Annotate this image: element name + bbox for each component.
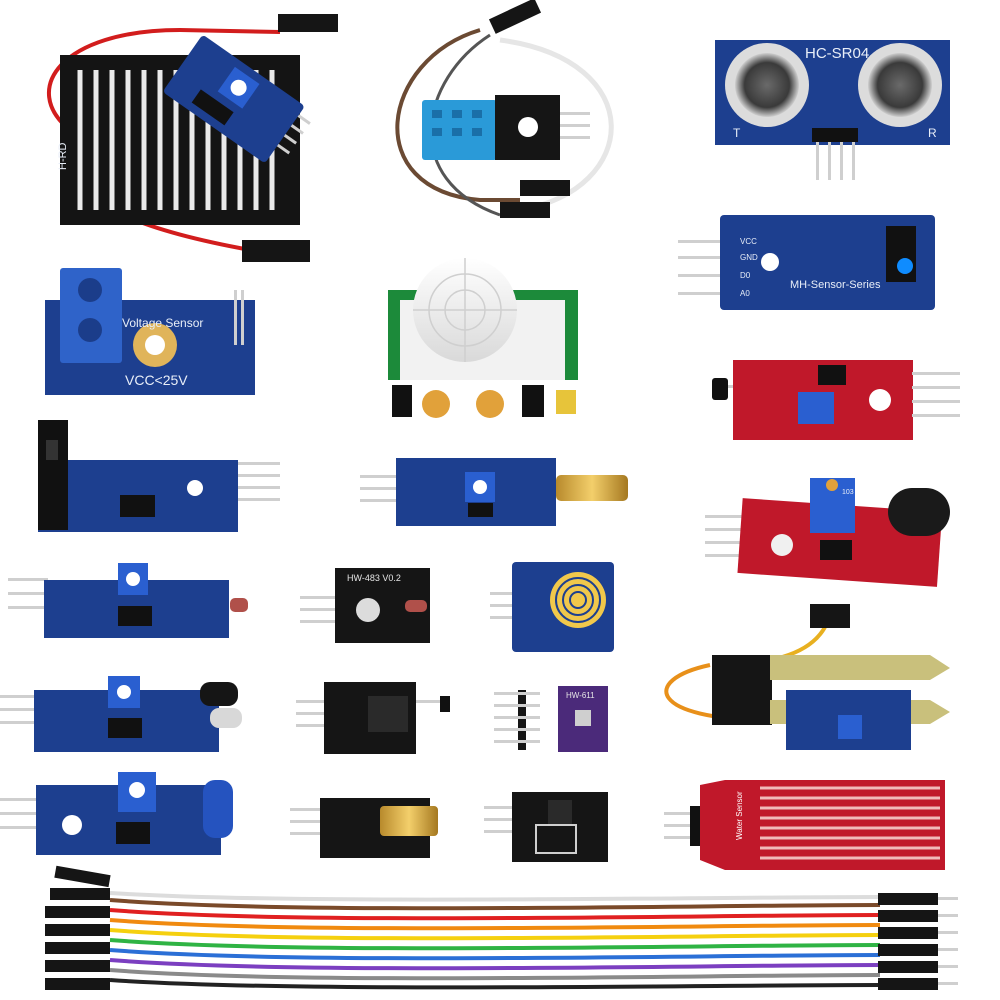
bmp-pressure-sensor: HW-611 [494,686,608,752]
ir-board [720,215,935,310]
water-level-sensor: Water Sensor [664,780,945,870]
potentiometer [422,390,450,418]
touch-sensor [490,562,614,652]
water-sensor-label: Water Sensor [735,791,744,840]
raindrop-sensor: H-RD [46,14,338,262]
potentiometer [476,390,504,418]
jumper-wire-ribbon [45,865,958,990]
raindrop-comparator-board [164,36,311,162]
light-sensor-blue [8,563,248,638]
microphone [888,488,950,536]
jumper-connector [520,180,570,196]
jumper-connector [810,604,850,628]
voltage-rating-label: VCC<25V [125,372,188,388]
ir-receiver [886,226,916,282]
screw-terminal [60,268,122,363]
soil-probe [770,655,950,680]
ultrasonic-t-label: T [733,126,741,140]
ir-series-label: MH-Sensor-Series [790,279,881,291]
jumper-connector [242,240,310,262]
vibration-switch [203,780,233,838]
voltage-sensor: Voltage Sensor VCC<25V [45,268,255,395]
voltage-sensor-label: Voltage Sensor [122,316,203,330]
jumper-connector [278,14,338,32]
photoresistor [405,600,427,612]
hall-sensor-black [296,682,450,754]
flame-sensor [0,676,242,752]
laser-diode [380,806,438,836]
photoresistor [230,598,248,612]
tilt-switch [556,475,628,501]
touch-pad [550,572,606,628]
laser-module [290,798,438,858]
optical-slot [38,420,68,530]
water-traces [760,786,940,860]
hw611-label: HW-611 [566,691,595,700]
pir-motion-sensor [388,258,578,418]
light-sensor-black: HW-483 V0.2 [300,568,430,643]
pot-marking: 103 [842,489,854,496]
red-hall-sensor [712,360,960,440]
pin-label: D0 [740,271,751,280]
ir-led [200,682,238,706]
speed-sensor [38,420,280,532]
tilt-sensor [360,458,628,526]
hw483-label: HW-483 V0.2 [347,573,401,583]
potentiometer [798,392,834,424]
vibration-sensor [0,772,233,855]
potentiometer [838,715,862,739]
ir-receiver-module [484,792,608,862]
soil-moisture-sensor [664,604,950,750]
jumper-connector [488,0,542,34]
pin-label: GND [740,253,758,262]
sound-sensor: 103 [705,478,950,587]
ir-obstacle-sensor: VCC GND D0 A0 MH-Sensor-Series [678,215,935,310]
jumper-connector [500,202,550,218]
ultrasonic-r-label: R [928,126,937,140]
pin-label: VCC [740,237,757,246]
dht11-sensor [395,0,614,218]
raindrop-label: H-RD [57,142,69,170]
pin-label: A0 [740,289,750,298]
ultrasonic-model-label: HC-SR04 [805,45,869,62]
ultrasonic-sensor: HC-SR04 T R [715,40,950,180]
